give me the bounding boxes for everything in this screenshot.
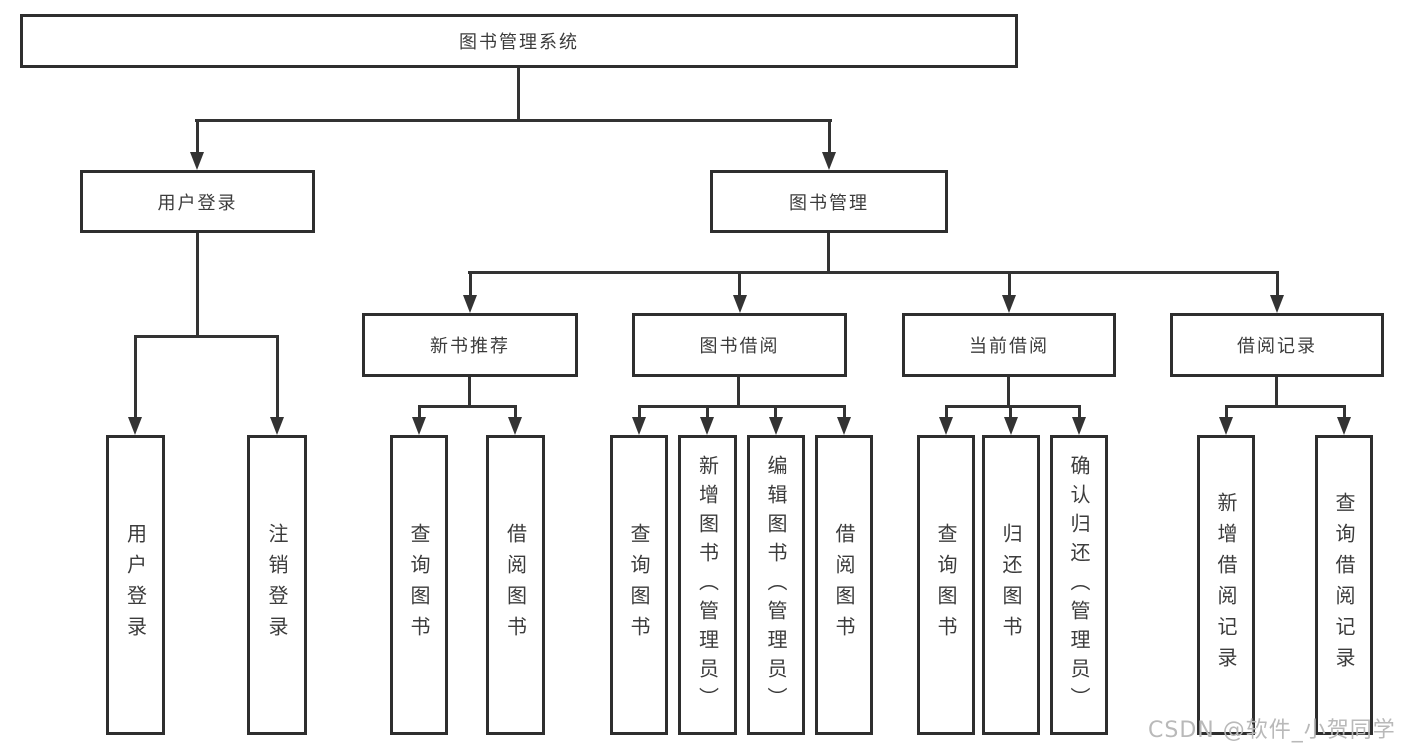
arrow-to-bb-borrow <box>837 417 851 435</box>
leaf-cb-return-book: 归还图书 <box>982 435 1040 735</box>
connector-borrow-records-bar <box>1225 405 1346 408</box>
arrow-to-leaf-login <box>128 417 142 435</box>
connector-drop-book-mgmt <box>828 121 831 154</box>
leaf-cb-query-book-label: 查询图书 <box>934 523 958 647</box>
connector-drop-bb-edit <box>774 407 777 417</box>
leaf-bb-query-book: 查询图书 <box>610 435 668 735</box>
node-new-book-rec-label: 新书推荐 <box>430 336 510 357</box>
connector-level2-bar <box>195 119 832 122</box>
node-borrow-records-label: 借阅记录 <box>1237 336 1317 357</box>
connector-current-borrow-bar <box>945 405 1081 408</box>
node-user-login: 用户登录 <box>80 170 315 233</box>
leaf-bb-borrow-book: 借阅图书 <box>815 435 873 735</box>
connector-user-login-stub <box>196 233 199 337</box>
node-root-label: 图书管理系统 <box>459 32 579 53</box>
connector-drop-book-borrow <box>738 273 741 295</box>
node-current-borrow-label: 当前借阅 <box>969 336 1049 357</box>
connector-drop-borrow-records <box>1276 273 1279 295</box>
arrow-to-bb-add <box>700 417 714 435</box>
connector-root-stub <box>517 68 520 121</box>
connector-drop-br-add <box>1225 407 1228 417</box>
leaf-bb-query-book-label: 查询图书 <box>627 523 651 647</box>
leaf-bb-borrow-book-label: 借阅图书 <box>832 523 856 647</box>
arrow-to-bb-edit <box>769 417 783 435</box>
connector-drop-cb-query <box>945 407 948 417</box>
connector-drop-cb-confirm <box>1078 407 1081 417</box>
arrow-to-borrow-records <box>1270 295 1284 313</box>
node-root: 图书管理系统 <box>20 14 1018 68</box>
node-current-borrow: 当前借阅 <box>902 313 1116 377</box>
leaf-rec-query-book: 查询图书 <box>390 435 448 735</box>
connector-new-book-rec-stub <box>468 377 471 407</box>
connector-borrow-records-stub <box>1275 377 1278 407</box>
arrow-to-rec-borrow <box>508 417 522 435</box>
leaf-cb-query-book: 查询图书 <box>917 435 975 735</box>
leaf-cb-return-book-label: 归还图书 <box>999 523 1023 647</box>
connector-drop-rec-query <box>418 407 421 417</box>
connector-drop-br-query <box>1343 407 1346 417</box>
arrow-to-bb-query <box>632 417 646 435</box>
arrow-to-leaf-logout <box>270 417 284 435</box>
connector-book-borrow-stub <box>737 377 740 407</box>
node-borrow-records: 借阅记录 <box>1170 313 1384 377</box>
node-book-borrow-label: 图书借阅 <box>699 336 780 357</box>
arrow-to-br-query <box>1337 417 1351 435</box>
node-book-borrow: 图书借阅 <box>632 313 847 377</box>
leaf-bb-add-book-label: 新增图书（管理员） <box>695 454 720 716</box>
leaf-cb-confirm-return-label: 确认归还（管理员） <box>1067 454 1091 716</box>
connector-new-book-rec-bar <box>418 405 517 408</box>
connector-drop-bb-query <box>638 407 641 417</box>
connector-current-borrow-stub <box>1007 377 1010 407</box>
arrow-to-current-borrow <box>1002 295 1016 313</box>
arrow-to-br-add <box>1219 417 1233 435</box>
arrow-to-user-login <box>190 152 204 170</box>
csdn-watermark: CSDN @软件_小贺同学 <box>1148 718 1396 743</box>
connector-drop-current-borrow <box>1008 273 1011 295</box>
connector-drop-rec-borrow <box>514 407 517 417</box>
leaf-bb-add-book: 新增图书（管理员） <box>678 435 737 735</box>
arrow-to-cb-query <box>939 417 953 435</box>
arrow-to-book-mgmt <box>822 152 836 170</box>
connector-drop-new-book-rec <box>469 273 472 295</box>
leaf-rec-borrow-book-label: 借阅图书 <box>503 523 528 647</box>
connector-drop-leaf-logout <box>276 337 279 418</box>
connector-book-borrow-bar <box>638 405 846 408</box>
leaf-bb-edit-book-label: 编辑图书（管理员） <box>764 454 788 716</box>
arrow-to-cb-return <box>1004 417 1018 435</box>
connector-drop-bb-add <box>706 407 709 417</box>
leaf-br-add-record: 新增借阅记录 <box>1197 435 1255 735</box>
arrow-to-new-book-rec <box>463 295 477 313</box>
leaf-user-login: 用户登录 <box>106 435 165 735</box>
leaf-rec-borrow-book: 借阅图书 <box>486 435 545 735</box>
connector-drop-bb-borrow <box>843 407 846 417</box>
leaf-bb-edit-book: 编辑图书（管理员） <box>747 435 805 735</box>
node-user-login-label: 用户登录 <box>157 192 238 214</box>
leaf-cb-confirm-return: 确认归还（管理员） <box>1050 435 1108 735</box>
arrow-to-book-borrow <box>733 295 747 313</box>
leaf-logout-label: 注销登录 <box>265 523 289 647</box>
connector-book-mgmt-stub <box>827 233 830 273</box>
arrow-to-rec-query <box>412 417 426 435</box>
connector-drop-cb-return <box>1009 407 1012 417</box>
node-new-book-rec: 新书推荐 <box>362 313 578 377</box>
connector-drop-leaf-login <box>134 337 137 418</box>
leaf-br-add-record-label: 新增借阅记录 <box>1214 492 1238 678</box>
arrow-to-cb-confirm <box>1072 417 1086 435</box>
node-book-mgmt-label: 图书管理 <box>789 192 869 214</box>
leaf-user-login-label: 用户登录 <box>123 523 148 647</box>
leaf-br-query-record-label: 查询借阅记录 <box>1332 492 1356 678</box>
leaf-logout: 注销登录 <box>247 435 307 735</box>
node-book-mgmt: 图书管理 <box>710 170 948 233</box>
connector-drop-user-login <box>196 121 199 154</box>
connector-user-login-bar <box>134 335 279 338</box>
leaf-br-query-record: 查询借阅记录 <box>1315 435 1373 735</box>
connector-level3-bar <box>468 271 1279 274</box>
leaf-rec-query-book-label: 查询图书 <box>407 523 431 647</box>
